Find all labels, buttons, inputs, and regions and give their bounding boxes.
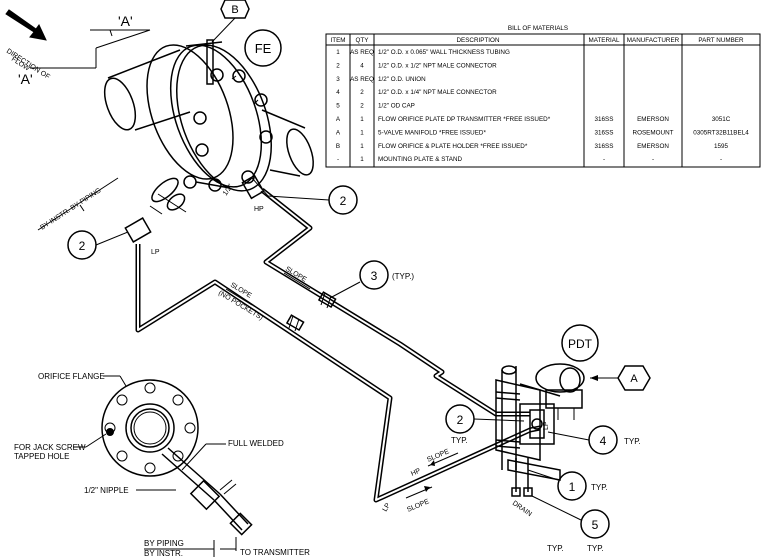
transmitter-assembly: DRAIN LP [495, 363, 585, 518]
typ-bottom-1-label: TYP. [547, 544, 564, 553]
bom-cell: A [336, 116, 341, 123]
bom-cell: 4 [360, 62, 364, 69]
bom-cell: 316SS [595, 129, 614, 136]
bom-header-cell: MANUFACTURER [627, 37, 680, 44]
section-mark-left: 'A' [18, 71, 33, 87]
bom-cell: 1/2" O.D. x 0.065" WALL THICKNESS TUBING [378, 49, 510, 56]
section-mark-top: 'A' [118, 13, 133, 29]
to-transmitter-label: TO TRANSMITTER [240, 548, 310, 557]
typ-3-label: (TYP.) [392, 272, 414, 281]
bom-cell: FLOW ORIFICE & PLATE HOLDER *FREE ISSUED… [378, 143, 528, 150]
bom-cell: 0305RT32B11BEL4 [693, 129, 749, 136]
tube-union-1 [317, 291, 337, 309]
fe-tag-label: FE [255, 41, 272, 56]
bom-cell: 3 [336, 76, 340, 83]
bom-cell: 1/2" O.D. x 1/4" NPT MALE CONNECTOR [378, 89, 497, 96]
bom-cell: A [336, 129, 341, 136]
ref-hex-a-label: A [630, 373, 638, 385]
by-instr-label: BY INSTR. [144, 549, 183, 557]
typ-2-label: TYP. [451, 436, 468, 445]
bom-cell: 5 [336, 103, 340, 110]
typ-4-label: TYP. [624, 437, 641, 446]
bom-cell: 316SS [595, 116, 614, 123]
bom-cell: 1 [336, 49, 340, 56]
fe-tag: FE [244, 29, 282, 67]
ref-hex-a: A [590, 365, 651, 391]
tap-hp-label: HP [254, 206, 264, 213]
bom-cell: MOUNTING PLATE & STAND [378, 156, 463, 163]
bom-cell: 1/2" O.D. x 1/2" NPT MALE CONNECTOR [378, 62, 497, 69]
typ-bottom-2-label: TYP. [587, 544, 604, 553]
typ-1-label: TYP. [591, 483, 608, 492]
bom-cell: 1 [360, 156, 364, 163]
bom-header-cell: MATERIAL [588, 37, 620, 44]
bom-cell: EMERSON [637, 143, 669, 150]
item-bubbles: 2 2 3 (TYP.) 2 TYP. 4 TYP. 1 TYP. 5 TYP.… [67, 185, 641, 553]
hp-label-2: HP [410, 467, 422, 477]
bom-header-cell: QTY [356, 37, 370, 44]
full-welded-label: FULL WELDED [228, 439, 284, 448]
slope-label-4: SLOPE [406, 498, 431, 514]
main-pipe [103, 39, 314, 192]
bom-cell: 316SS [595, 143, 614, 150]
bom-cell: 1 [360, 143, 364, 150]
tap-lp-label: LP [151, 249, 160, 256]
bom-cell: 5-VALVE MANIFOLD *FREE ISSUED* [378, 129, 486, 136]
bill-of-materials: BILL OF MATERIALS ITEM QTY DESCRIPTION MATE… [325, 25, 761, 168]
bom-cell: AS REQ [350, 76, 374, 83]
tube-union-2 [285, 314, 305, 332]
bom-cell: ROSEMOUNT [633, 129, 674, 136]
bom-cell: 2 [360, 89, 364, 96]
bom-header-cell: DESCRIPTION [456, 37, 499, 44]
bubble-2-manifold-label: 2 [457, 413, 464, 427]
bom-cell: 1/2" OD CAP [378, 103, 415, 110]
bom-cell: - [652, 156, 654, 163]
bubble-1-label: 1 [569, 480, 576, 494]
bom-cell: 1 [360, 129, 364, 136]
drain-label: DRAIN [511, 500, 533, 518]
flange-bolts [183, 68, 273, 192]
detail-bolt-holes [104, 382, 196, 474]
bom-title: BILL OF MATERIALS [508, 25, 568, 32]
bom-cell: EMERSON [637, 116, 669, 123]
bom-cell: 2 [336, 62, 340, 69]
bom-cell: - [337, 156, 339, 163]
bom-cell: AS REQ [350, 49, 374, 56]
pdt-tag: PDT [561, 324, 599, 362]
impulse-tubing [135, 188, 541, 503]
bom-cell: 1 [360, 116, 364, 123]
bom-cell: - [603, 156, 605, 163]
bom-header-cell: PART NUMBER [698, 37, 744, 44]
bom-cell: 1595 [714, 143, 729, 150]
bubble-3-label: 3 [371, 269, 378, 283]
bubble-2-flange-label: 2 [340, 194, 347, 208]
orifice-flange-label: ORIFICE FLANGE [38, 372, 105, 381]
nipple-label: 1/2" NIPPLE [84, 486, 129, 495]
bom-cell: FLOW ORIFICE PLATE DP TRANSMITTER *FREE … [378, 116, 551, 123]
by-piping-label: BY PIPING [144, 539, 184, 548]
bom-cell: 2 [360, 103, 364, 110]
manifold-lp-label: LP [543, 421, 550, 430]
bubble-2-left-label: 2 [79, 239, 86, 253]
tap-valve-lp: LP [124, 177, 187, 256]
bom-cell: 3051C [712, 116, 731, 123]
lp-label-3: LP [382, 502, 393, 513]
jack-screw-label: FOR JACK SCREW [14, 443, 86, 452]
bom-header-cell: ITEM [330, 37, 345, 44]
bom-cell: - [720, 156, 722, 163]
jack-screw-label-2: TAPPED HOLE [14, 452, 69, 461]
section-a-a-marker: 'A' 'A' [18, 13, 151, 87]
bubble-4-label: 4 [600, 434, 607, 448]
ref-hex-b-label: B [231, 4, 238, 16]
orifice-flange-detail: ORIFICE FLANGE FOR JACK SCREW TAPPED HOL… [14, 372, 310, 557]
bom-cell: 4 [336, 89, 340, 96]
bom-cell: B [336, 143, 340, 150]
bubble-5-label: 5 [592, 518, 599, 532]
bom-cell: 1/2" O.D. UNION [378, 76, 426, 83]
ref-hex-b: B [211, 0, 250, 43]
pdt-tag-label: PDT [568, 337, 593, 351]
